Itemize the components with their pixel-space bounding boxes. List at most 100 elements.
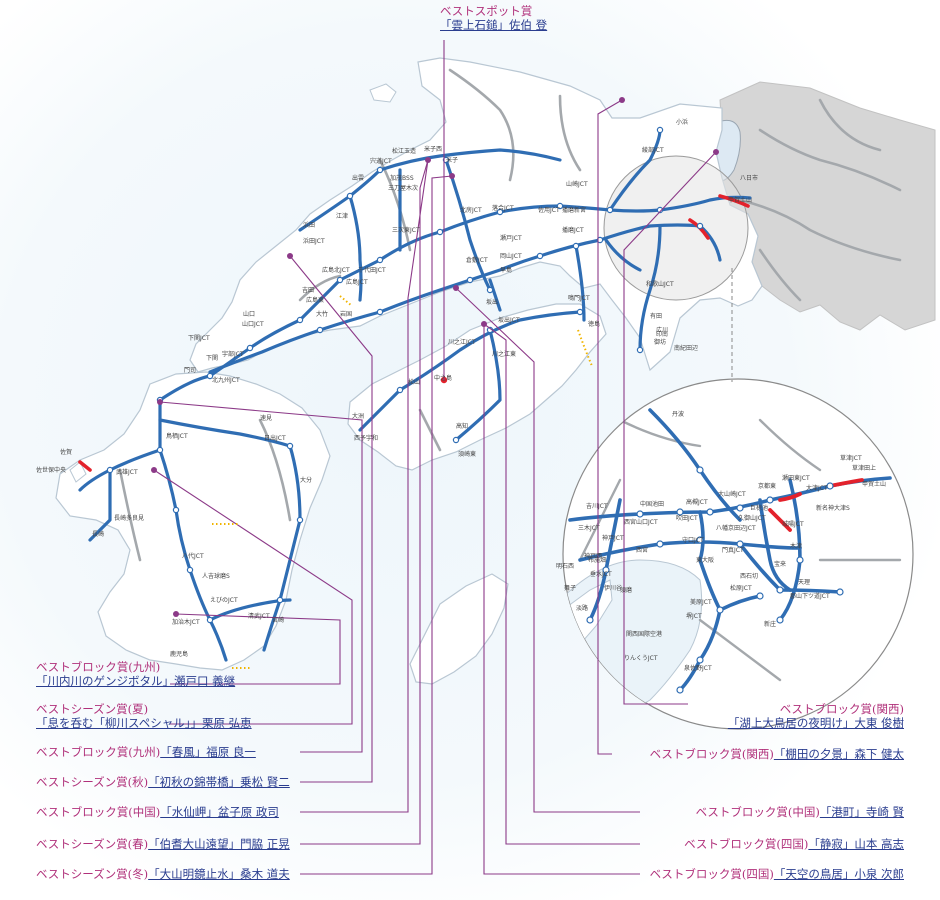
place-label: 落合JCT xyxy=(492,204,514,212)
award-title: 「初秋の錦帯橋」乗松 賢二 xyxy=(148,775,290,789)
inset-place-label: 甲賀土山 xyxy=(862,480,886,488)
place-label: 人吉球磨S xyxy=(202,572,230,580)
award-left-4[interactable]: ベストブロック賞(中国)「水仙岬」盆子原 政司 xyxy=(36,805,279,819)
award-category: ベストシーズン賞(春) xyxy=(36,837,149,851)
place-label: 印南 xyxy=(656,330,668,338)
inset-place-label: 西宮山口JCT xyxy=(624,518,658,526)
award-right-2[interactable]: ベストブロック賞(中国)「港町」寺崎 賢 xyxy=(696,805,904,819)
place-label: 長崎多良見 xyxy=(114,514,144,522)
land-kyushu xyxy=(55,371,331,671)
place-labels: 松江玉造 米子西 米子 宍道JCT 出雲 加茂BSS 三刀屋木次 江津 浜田 浜… xyxy=(36,118,758,658)
award-category: ベストシーズン賞(夏) xyxy=(36,702,149,716)
inset-place-label: 巨椋池 xyxy=(750,504,768,512)
award-right-1[interactable]: ベストブロック賞(関西)「棚田の夕景」森下 健太 xyxy=(650,747,904,761)
place-label: 広川 xyxy=(656,326,668,334)
award-title: 「息を呑む「柳川スペシャル」」栗原 弘恵 xyxy=(36,716,252,730)
place-label: 坂出 xyxy=(486,298,498,306)
inset-place-label: 城陽JCT xyxy=(782,520,804,528)
place-label: 南紀田辺 xyxy=(674,344,698,352)
place-label: 大洲 xyxy=(352,412,364,420)
place-label: 清武JCT xyxy=(248,612,270,620)
place-label: 岩国 xyxy=(340,310,352,318)
inset-place-label: 丹波 xyxy=(672,410,684,418)
place-label: 小浜 xyxy=(676,118,688,126)
inset-place-label: 東大阪 xyxy=(696,556,714,564)
dotted-routes xyxy=(212,295,593,669)
inset-place-label: 久御山JCT xyxy=(738,514,766,522)
place-label: 佐賀 xyxy=(60,448,72,456)
inset-place-label: 京都東 xyxy=(758,482,776,490)
inset-place-label: 守口JCT xyxy=(682,536,704,544)
inset-place-label: 舞子 xyxy=(564,584,576,592)
award-category: ベストブロック賞(四国) xyxy=(649,867,774,881)
inset-place-label: 八幡京田辺JCT xyxy=(716,524,756,532)
place-label: 綾部JCT xyxy=(642,146,664,154)
place-label: 日出JCT xyxy=(264,434,286,442)
place-label: 広島東 xyxy=(306,296,324,304)
inset-place-label: 高槻JCT xyxy=(686,498,708,506)
award-title: 「水仙岬」盆子原 政司 xyxy=(160,805,279,819)
inset-place-label: 松原JCT xyxy=(730,584,752,592)
award-category: ベストブロック賞(中国) xyxy=(695,805,820,819)
inset-place-label: 関西国際空港 xyxy=(626,630,662,638)
inset-place-label: 布施畑 xyxy=(588,556,606,564)
place-label: 武雄JCT xyxy=(116,468,138,476)
place-label: 鹿児島 xyxy=(170,650,188,658)
best-spot-category: ベストスポット賞 xyxy=(440,4,533,18)
award-right-3[interactable]: ベストブロック賞(四国)「静寂」山本 高志 xyxy=(684,837,904,851)
award-right-0[interactable]: ベストブロック賞(関西) 「湖上大鳥居の夜明け」大東 俊樹 xyxy=(728,702,904,730)
award-left-3[interactable]: ベストシーズン賞(秋)「初秋の錦帯橋」乗松 賢二 xyxy=(36,775,290,789)
place-label: 山口 xyxy=(243,310,255,318)
award-left-5[interactable]: ベストシーズン賞(春)「伯耆大山遠望」門脇 正晃 xyxy=(36,837,290,851)
inset-place-label: 伊川谷 xyxy=(604,584,622,592)
award-left-2[interactable]: ベストブロック賞(九州)「春風」福原 良一 xyxy=(36,745,256,759)
place-label: 広島北JCT xyxy=(322,266,350,274)
award-title: 「棚田の夕景」森下 健太 xyxy=(773,747,904,761)
award-category: ベストブロック賞(九州) xyxy=(36,745,161,759)
place-label: 山口JCT xyxy=(242,320,264,328)
award-left-0[interactable]: ベストブロック賞(九州) 「川内川のゲンジボタル」瀬戸口 義継 xyxy=(36,660,235,688)
award-title: 「春風」福原 良一 xyxy=(160,745,256,759)
expressways xyxy=(78,128,752,662)
place-label: 坂出JCT xyxy=(498,316,520,324)
place-label: 北九州JCT xyxy=(212,376,240,384)
place-label: 三次東JCT xyxy=(392,226,420,234)
inset-place-label: 西石切 xyxy=(740,573,758,580)
place-label: 岡山JCT xyxy=(500,252,522,260)
award-category: ベストシーズン賞(冬) xyxy=(36,867,149,881)
place-label: 早島 xyxy=(500,266,512,274)
award-category: ベストシーズン賞(秋) xyxy=(36,775,149,789)
inset-place-label: 中国池田 xyxy=(640,500,664,508)
place-label: 御坊 xyxy=(654,338,666,346)
place-label: 倉敷JCT xyxy=(466,256,488,264)
award-category: ベストブロック賞(九州) xyxy=(36,660,161,674)
award-right-4[interactable]: ベストブロック賞(四国)「天空の鳥居」小泉 次郎 xyxy=(650,867,904,881)
inset-place-label: 神戸JCT xyxy=(602,534,624,542)
place-label: 西予宇和 xyxy=(354,434,378,442)
award-left-1[interactable]: ベストシーズン賞(夏) 「息を呑む「柳川スペシャル」」栗原 弘恵 xyxy=(36,702,252,730)
award-left-6[interactable]: ベストシーズン賞(冬)「大山明鏡止水」桑木 道夫 xyxy=(36,867,290,881)
place-label: 八代JCT xyxy=(182,552,204,560)
land-island xyxy=(369,83,397,103)
place-label: 佐世保中央 xyxy=(36,466,66,474)
place-label: 加治木JCT xyxy=(172,618,200,626)
place-label: 宇部JCT xyxy=(222,350,244,358)
place-label: 北房JCT xyxy=(460,206,482,214)
place-label: 大分 xyxy=(300,476,312,484)
award-title: 「湖上大鳥居の夜明け」大東 俊樹 xyxy=(727,716,904,730)
place-label: 長崎 xyxy=(92,530,104,538)
land-island xyxy=(69,461,87,483)
place-label: 吉田 xyxy=(302,287,314,294)
place-label: 高知 xyxy=(456,422,468,430)
best-spot-label[interactable]: ベストスポット賞 「雲上石鎚」佐伯 登 xyxy=(440,4,547,32)
place-label: 佐用JCT xyxy=(538,206,560,214)
junction-markers xyxy=(106,126,704,624)
place-label: 米子西 xyxy=(424,145,442,153)
inset-place-labels: 丹波 草津JCT 草津田上 甲賀土山 大津JCT 新名神大津S 瀬田東JCT 京… xyxy=(556,410,886,672)
place-label: 下関 xyxy=(206,355,218,362)
place-label: 門司 xyxy=(184,367,196,374)
award-title: 「港町」寺崎 賢 xyxy=(819,805,904,819)
place-label: 米子 xyxy=(446,156,458,164)
place-label: 宮崎 xyxy=(272,616,284,624)
award-title: 「天空の鳥居」小泉 次郎 xyxy=(773,867,904,881)
